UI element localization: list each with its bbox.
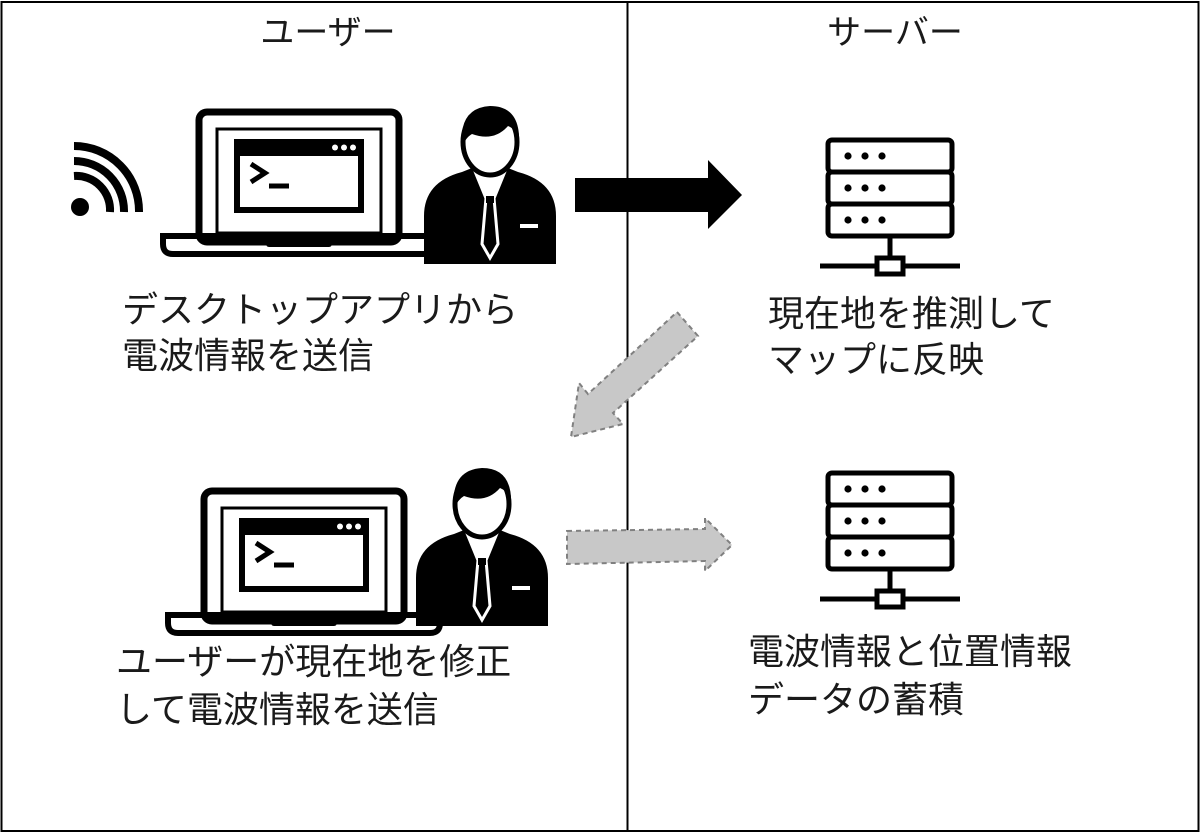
person-icon [416,468,548,626]
step-send-from-app-line2: 電波情報を送信 [122,336,374,377]
server-icon [820,473,960,607]
server-column-header: サーバー [827,13,963,53]
step-accumulate-data-line2: データの蓄積 [748,680,964,721]
person-icon [424,106,556,264]
laptop-icon [168,491,440,633]
step-correct-and-send-line1: ユーザーが現在地を修正 [116,642,511,683]
step-correct-and-send-line2: して電波情報を送信 [116,690,439,731]
arrow-feedback-icon [569,310,700,439]
server-column-frame [626,1,1200,832]
wifi-icon [71,142,144,216]
arrow-send-icon [575,160,742,229]
user-column-header: ユーザー [260,13,395,53]
step-accumulate-data-line1: 電波情報と位置情報 [748,632,1072,673]
step-send-from-app-line1: デスクトップアプリから [122,290,518,331]
laptop-icon [163,112,435,254]
step-estimate-location-line1: 現在地を推測して [768,294,1055,335]
step-estimate-location-line2: マップに反映 [768,340,984,381]
server-icon [820,140,960,274]
arrow-correction-icon [566,515,734,574]
